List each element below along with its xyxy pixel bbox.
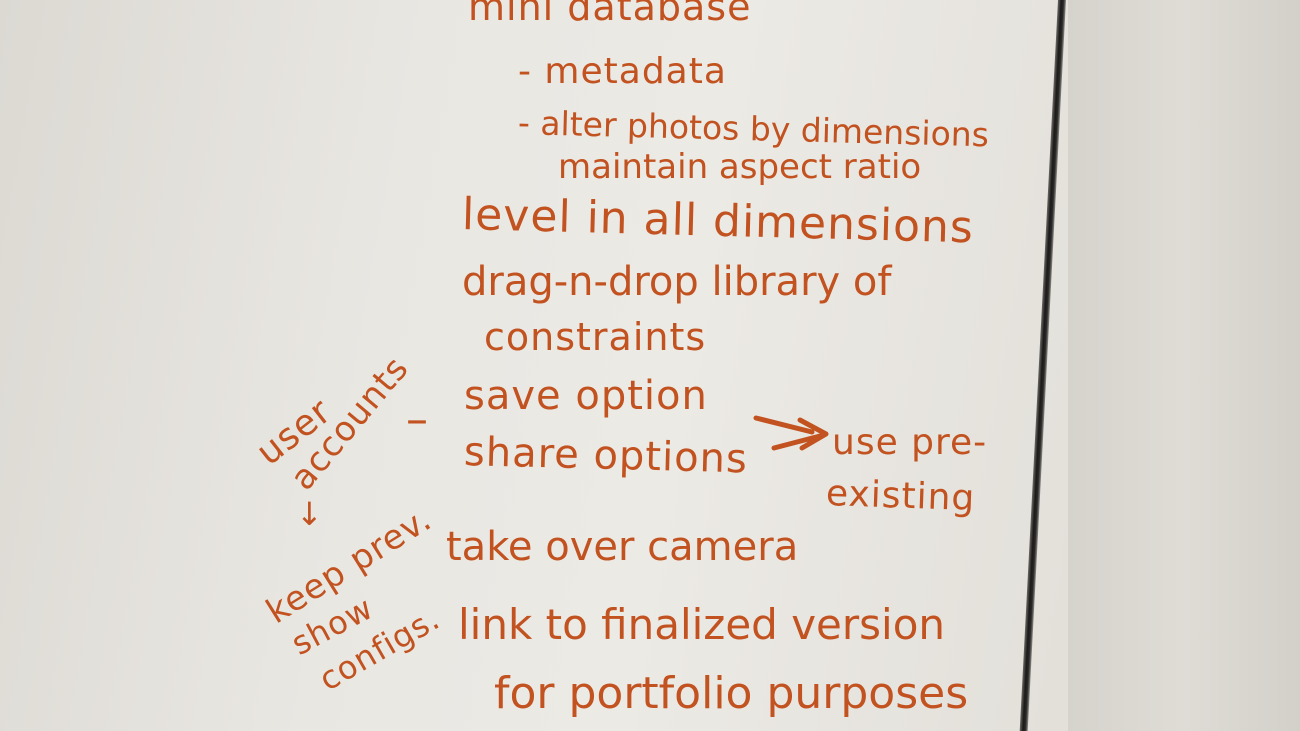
whiteboard-right-panel	[1068, 0, 1300, 731]
note-use-pre: use pre-	[832, 422, 988, 463]
note-share-options: share options	[463, 429, 749, 483]
note-level-dimensions: level in all dimensions	[461, 189, 975, 254]
note-save-option: save option	[464, 373, 708, 419]
note-metadata: - metadata	[518, 51, 727, 92]
note-maintain-aspect: maintain aspect ratio	[558, 147, 922, 187]
note-take-over-camera: take over camera	[446, 524, 799, 570]
note-dash: –	[406, 394, 429, 445]
note-link-to-finalized: link to finalized version	[458, 600, 946, 649]
note-constraints: constraints	[484, 315, 707, 359]
note-drag-n-drop: drag-n-drop library of	[462, 259, 892, 305]
note-existing: existing	[825, 473, 977, 520]
whiteboard-left-panel	[0, 0, 1100, 731]
note-mini-database: mini database	[468, 0, 752, 29]
note-down-arrow: ↓	[296, 495, 324, 533]
note-for-portfolio: for portfolio purposes	[494, 668, 969, 719]
